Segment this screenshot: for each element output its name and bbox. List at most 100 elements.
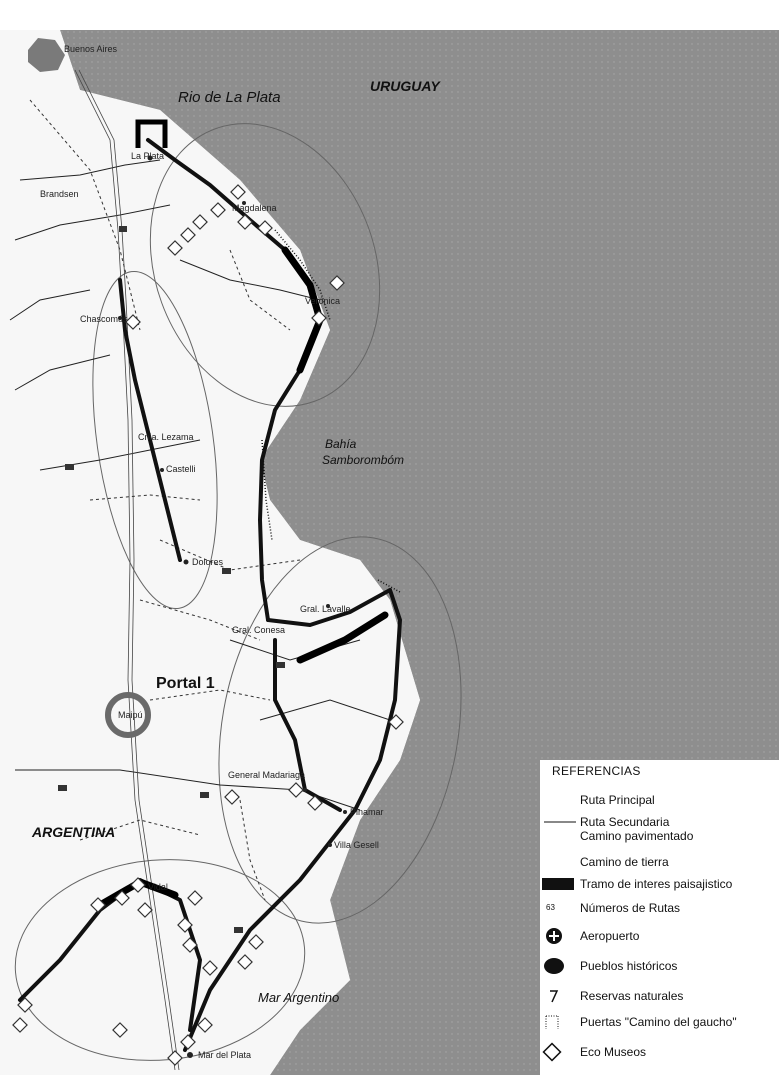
city-dot (118, 316, 122, 320)
portal-gate-la-plata (135, 119, 168, 148)
route-number-badges (58, 226, 285, 933)
eco-museum-marker (12, 1017, 28, 1033)
eco-museum-marker (197, 1017, 213, 1033)
portal-ring (105, 692, 151, 738)
city-dot (326, 604, 330, 608)
paved-road (74, 69, 180, 1071)
legend-label: Ruta Principal (580, 793, 655, 807)
eco-museum-marker (130, 877, 146, 893)
eco-museum-marker (187, 890, 203, 906)
city-dot (160, 468, 164, 472)
route-number-badge (119, 226, 127, 232)
legend-label: Puertas "Camino del gaucho" (580, 1015, 737, 1029)
dirt-road-symbol (540, 852, 580, 872)
legend-pueblos: Pueblos históricos (540, 956, 779, 976)
eco-museum-marker (307, 795, 323, 811)
label-dolores: Dolores (192, 557, 224, 567)
route-number-badge (200, 792, 209, 798)
legend-eco-museos: Eco Museos (540, 1042, 779, 1062)
eco-museum-marker (192, 214, 208, 230)
legend-label: Números de Rutas (580, 901, 681, 915)
eco-museums (12, 184, 404, 1066)
label-buenos-aires: Buenos Aires (64, 44, 118, 54)
zone-coast-outline (218, 536, 462, 924)
legend-puertas: Puertas "Camino del gaucho" (540, 1012, 779, 1032)
route-number-badge (222, 568, 231, 574)
eco-museum-marker (112, 1022, 128, 1038)
route-number-badge (58, 785, 67, 791)
label-bahia-line1: Bahía (325, 437, 357, 451)
label-mar-argentino: Mar Argentino (258, 990, 339, 1005)
eco-museum-marker (114, 890, 130, 906)
route-number-symbol: 63 (546, 903, 555, 912)
eco-museum-marker (311, 310, 327, 326)
city-dots (118, 155, 347, 1058)
legend-numeros: 63 Números de Rutas (540, 898, 779, 918)
label-brandsen: Brandsen (40, 189, 79, 199)
nature-reserve-icon (550, 990, 559, 1003)
label-chascomus: Chascomús (80, 314, 128, 324)
route-2 (118, 278, 182, 562)
legend-background (540, 760, 779, 1075)
legend-aeropuerto: Aeropuerto (540, 926, 779, 946)
eco-museum-marker (329, 275, 345, 291)
eco-museum-marker (90, 897, 106, 913)
eco-museum-marker (237, 954, 253, 970)
eco-museum-marker (137, 902, 153, 918)
city-dot (183, 559, 189, 565)
legend-label: Aeropuerto (580, 929, 640, 943)
zone-north-outline (149, 123, 381, 407)
route-interior (273, 638, 342, 812)
label-gral-lavalle: Gral. Lavalle (300, 604, 351, 614)
legend-label: Eco Museos (580, 1045, 647, 1059)
legend-label: Camino de tierra (580, 855, 669, 869)
label-argentina: ARGENTINA (31, 824, 115, 840)
label-vidal: Vidal (148, 882, 168, 892)
eco-museum-marker (177, 917, 193, 933)
label-veronica: Verónica (305, 296, 340, 306)
eco-museum-marker (288, 782, 304, 798)
label-lezama: Cnia. Lezama (138, 432, 194, 442)
label-la-plata: La Plata (131, 151, 164, 161)
eco-museum-marker (237, 214, 253, 230)
route-number-badge (65, 464, 74, 470)
secondary-road-symbol (544, 821, 576, 823)
coastal-reserve-ticks (261, 229, 401, 593)
airport-icon (546, 928, 562, 944)
label-gral-conesa: Gral. Conesa (232, 625, 285, 635)
eco-museum-marker (182, 937, 198, 953)
eco-museum-marker (388, 714, 404, 730)
legend-title: REFERENCIAS (552, 764, 641, 778)
label-rio-de-la-plata: Rio de La Plata (178, 89, 281, 106)
label-mar-del-plata: Mar del Plata (198, 1050, 251, 1060)
city-dot (343, 810, 347, 814)
legend-label: Tramo de interes paisajistico (580, 877, 733, 891)
route-number-badge (234, 927, 243, 933)
city-dot (187, 1052, 193, 1058)
label-general-madariaga: General Madariaga (228, 770, 305, 780)
route-number-badge (276, 662, 285, 668)
legend-camino-tierra: Camino de tierra (540, 852, 779, 872)
label-villa-gesell: Villa Gesell (334, 840, 379, 850)
label-magdalena: Magdalena (232, 203, 277, 213)
zone-chascomus-outline (92, 270, 218, 610)
eco-museum-marker (248, 934, 264, 950)
legend-ruta-principal: Ruta Principal (540, 790, 779, 810)
legend-tramo: Tramo de interes paisajistico (540, 874, 779, 894)
route-11 (183, 588, 402, 1052)
main-route-symbol (540, 790, 580, 810)
legend-label: Ruta Secundaria (580, 815, 670, 829)
eco-museum-marker (167, 240, 183, 256)
eco-museum-icon (542, 1042, 562, 1062)
legend-label: Reservas naturales (580, 989, 684, 1003)
gaucho-gate-icon (545, 1015, 559, 1029)
city-dot (303, 788, 307, 792)
eco-museum-marker (17, 997, 33, 1013)
historic-town-icon (544, 958, 564, 974)
eco-museum-marker (210, 202, 226, 218)
city-dot (242, 201, 246, 205)
eco-museum-marker (224, 789, 240, 805)
eco-museum-marker (202, 960, 218, 976)
